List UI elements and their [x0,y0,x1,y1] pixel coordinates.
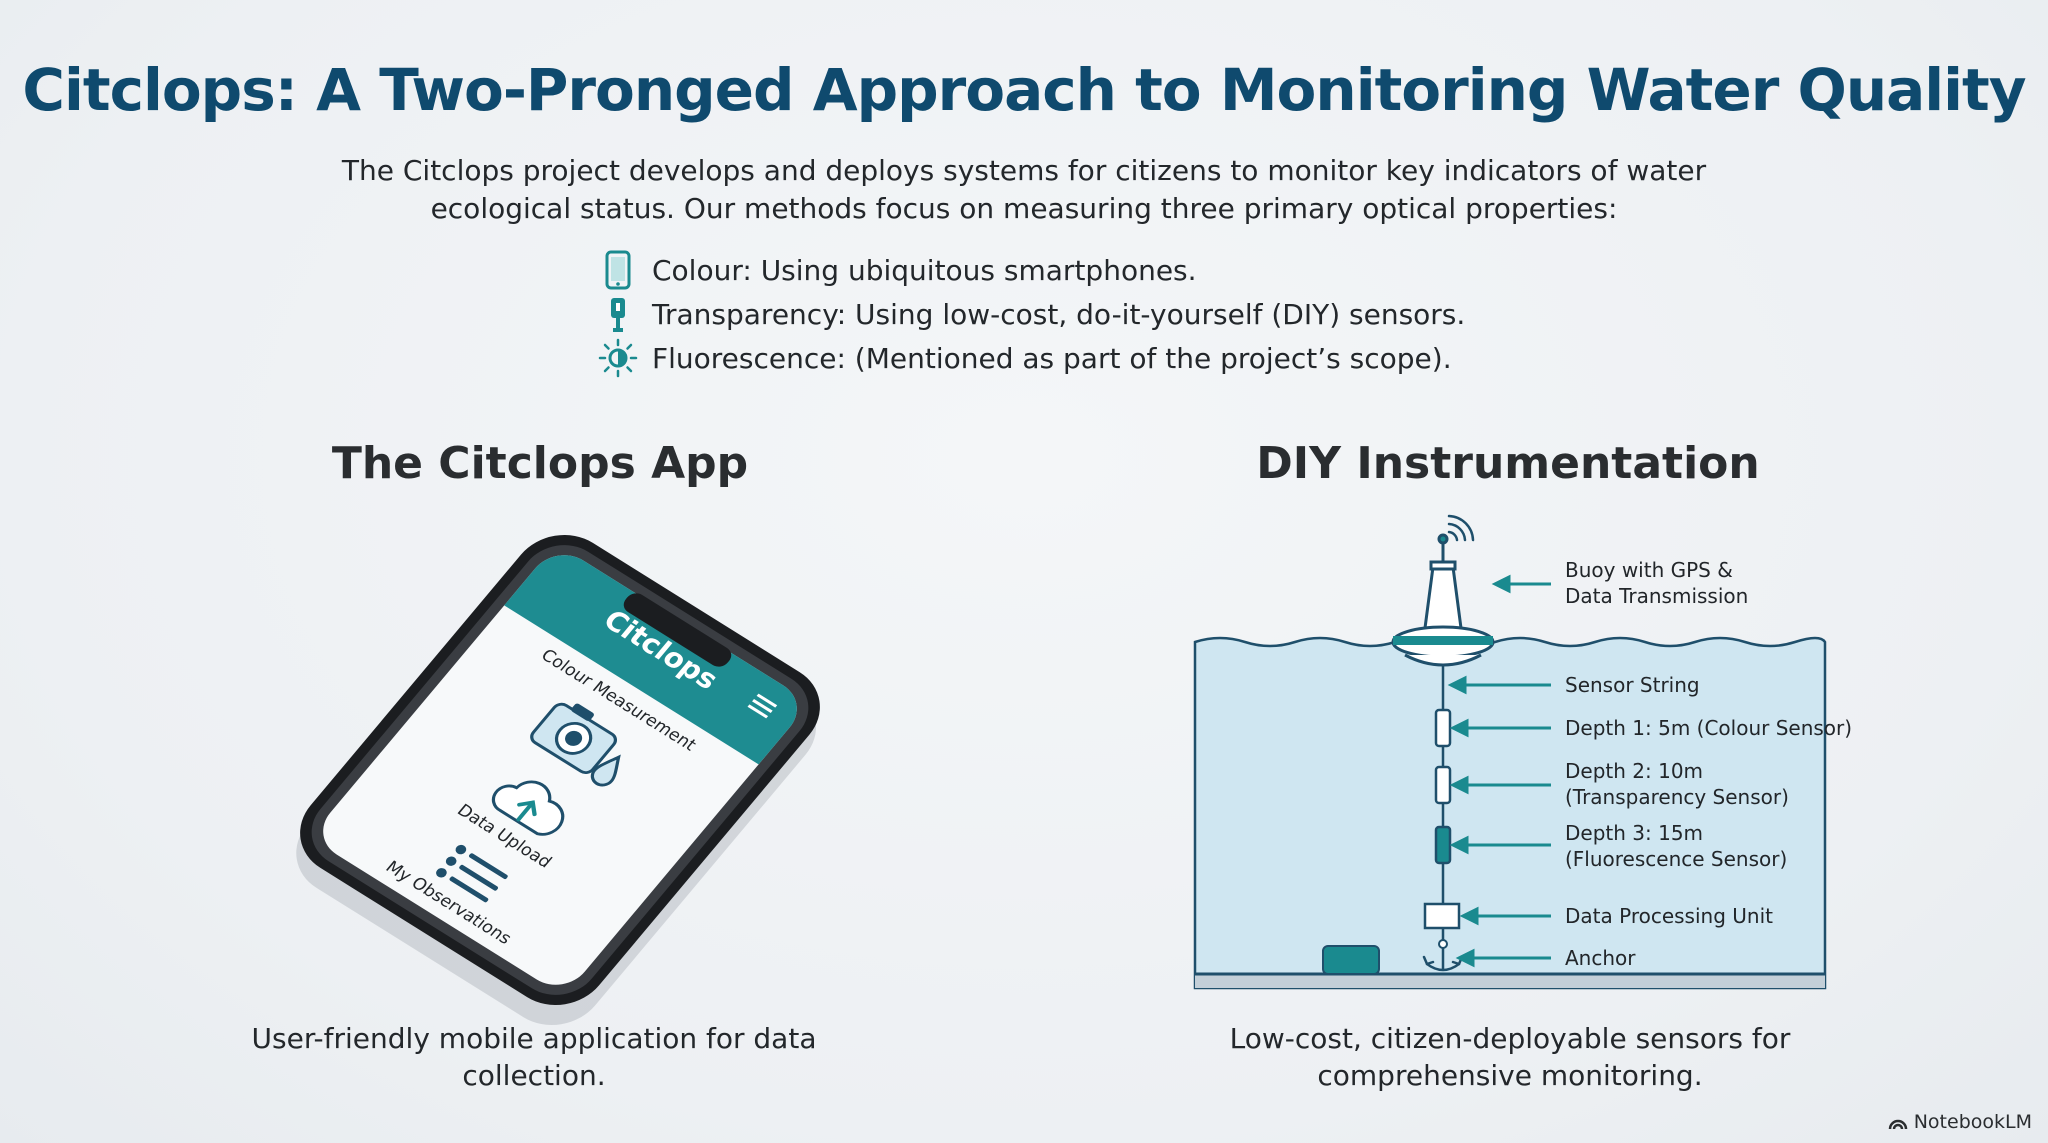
wifi-signal-icon [1447,514,1475,542]
fluorescence-sun-icon [596,336,640,380]
property-transparency-text: Transparency: Using low-cost, do-it-your… [652,297,1466,331]
transparency-sensor [1434,765,1452,805]
label-depth-1: Depth 1: 5m (Colour Sensor) [1565,716,1852,740]
sensor-probe-icon [596,292,640,336]
app-caption: User-friendly mobile application for dat… [214,1020,854,1094]
smartphone-illustration: Citclops Colour Measurement [260,520,860,1025]
label-depth-2-line-1: Depth 2: 10m [1565,759,1703,783]
property-colour: Colour: Using ubiquitous smartphones. [596,248,1596,292]
page-title: Citclops: A Two-Pronged Approach to Moni… [22,56,2026,124]
property-transparency: Transparency: Using low-cost, do-it-your… [596,292,1596,336]
intro-line-2: ecological status. Our methods focus on … [430,192,1618,225]
property-fluorescence: Fluorescence: (Mentioned as part of the … [596,336,1596,380]
label-depth-2-line-2: (Transparency Sensor) [1565,785,1789,809]
intro-line-1: The Citclops project develops and deploy… [341,154,1707,187]
diy-heading: DIY Instrumentation [1256,438,1760,489]
label-depth-3-line-1: Depth 3: 15m [1565,821,1703,845]
label-sensor-string: Sensor String [1565,673,1700,697]
label-buoy-line-2: Data Transmission [1565,584,1748,608]
label-depth-3-line-2: (Fluorescence Sensor) [1565,847,1787,871]
ballast-block [1322,945,1380,975]
app-caption-line-2: collection. [462,1059,606,1092]
notebooklm-logo-icon [1888,1119,1907,1130]
anchor-icon [1422,955,1464,972]
diy-caption: Low-cost, citizen-deployable sensors for… [1190,1020,1830,1094]
smartphone-icon [596,248,640,292]
app-caption-line-1: User-friendly mobile application for dat… [251,1022,817,1055]
colour-sensor [1434,708,1452,748]
seabed [1195,974,1825,988]
app-heading: The Citclops App [331,438,749,489]
property-colour-text: Colour: Using ubiquitous smartphones. [652,253,1197,287]
label-anchor: Anchor [1565,946,1636,970]
diy-caption-line-2: comprehensive monitoring. [1317,1059,1703,1092]
label-data-processing-unit: Data Processing Unit [1565,904,1773,928]
water-body [1193,636,1827,990]
buoy-icon [1391,533,1495,667]
diy-caption-line-1: Low-cost, citizen-deployable sensors for [1229,1022,1791,1055]
label-buoy-line-1: Buoy with GPS & [1565,558,1733,582]
notebooklm-watermark: NotebookLM [1888,1111,2032,1133]
property-fluorescence-text: Fluorescence: (Mentioned as part of the … [652,341,1452,375]
buoy-sensor-diagram: Buoy with GPS & Data Transmission Sensor… [1193,510,1852,1000]
optical-properties-list: Colour: Using ubiquitous smartphones. Tr… [596,248,1596,380]
intro-paragraph: The Citclops project develops and deploy… [300,152,1748,228]
watermark-text: NotebookLM [1913,1111,2032,1133]
data-processing-unit [1423,902,1461,930]
fluorescence-sensor [1434,825,1452,865]
